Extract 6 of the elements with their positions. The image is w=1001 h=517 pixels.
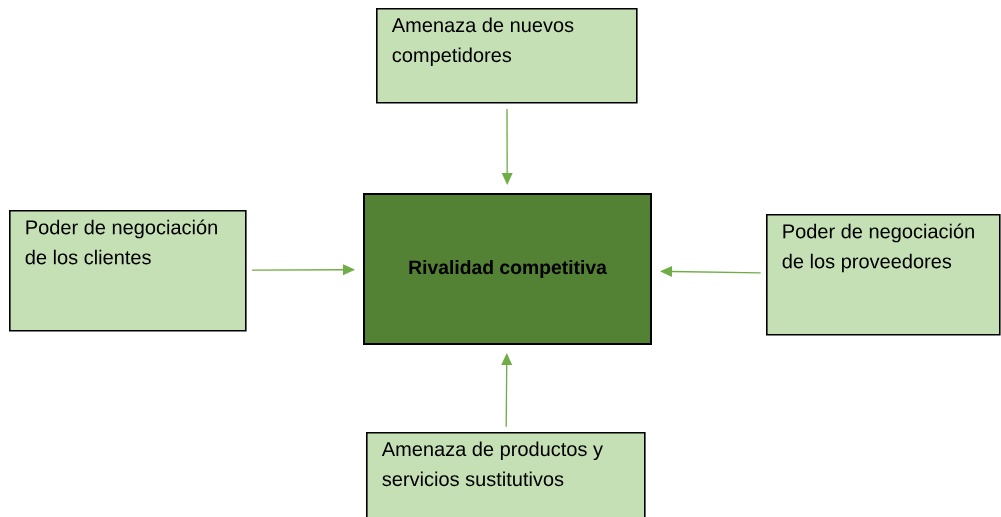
force-box: Poder de negociación de los clientes bbox=[9, 210, 247, 332]
arrow bbox=[660, 266, 762, 278]
force-box: Poder de negociación de los proveedores bbox=[766, 214, 1001, 336]
main-box: Rivalidad competitiva bbox=[363, 193, 652, 345]
force-box: Amenaza de productos y servicios sustitutivos bbox=[366, 432, 646, 517]
force-box: Amenaza de nuevos competidores bbox=[376, 8, 638, 104]
